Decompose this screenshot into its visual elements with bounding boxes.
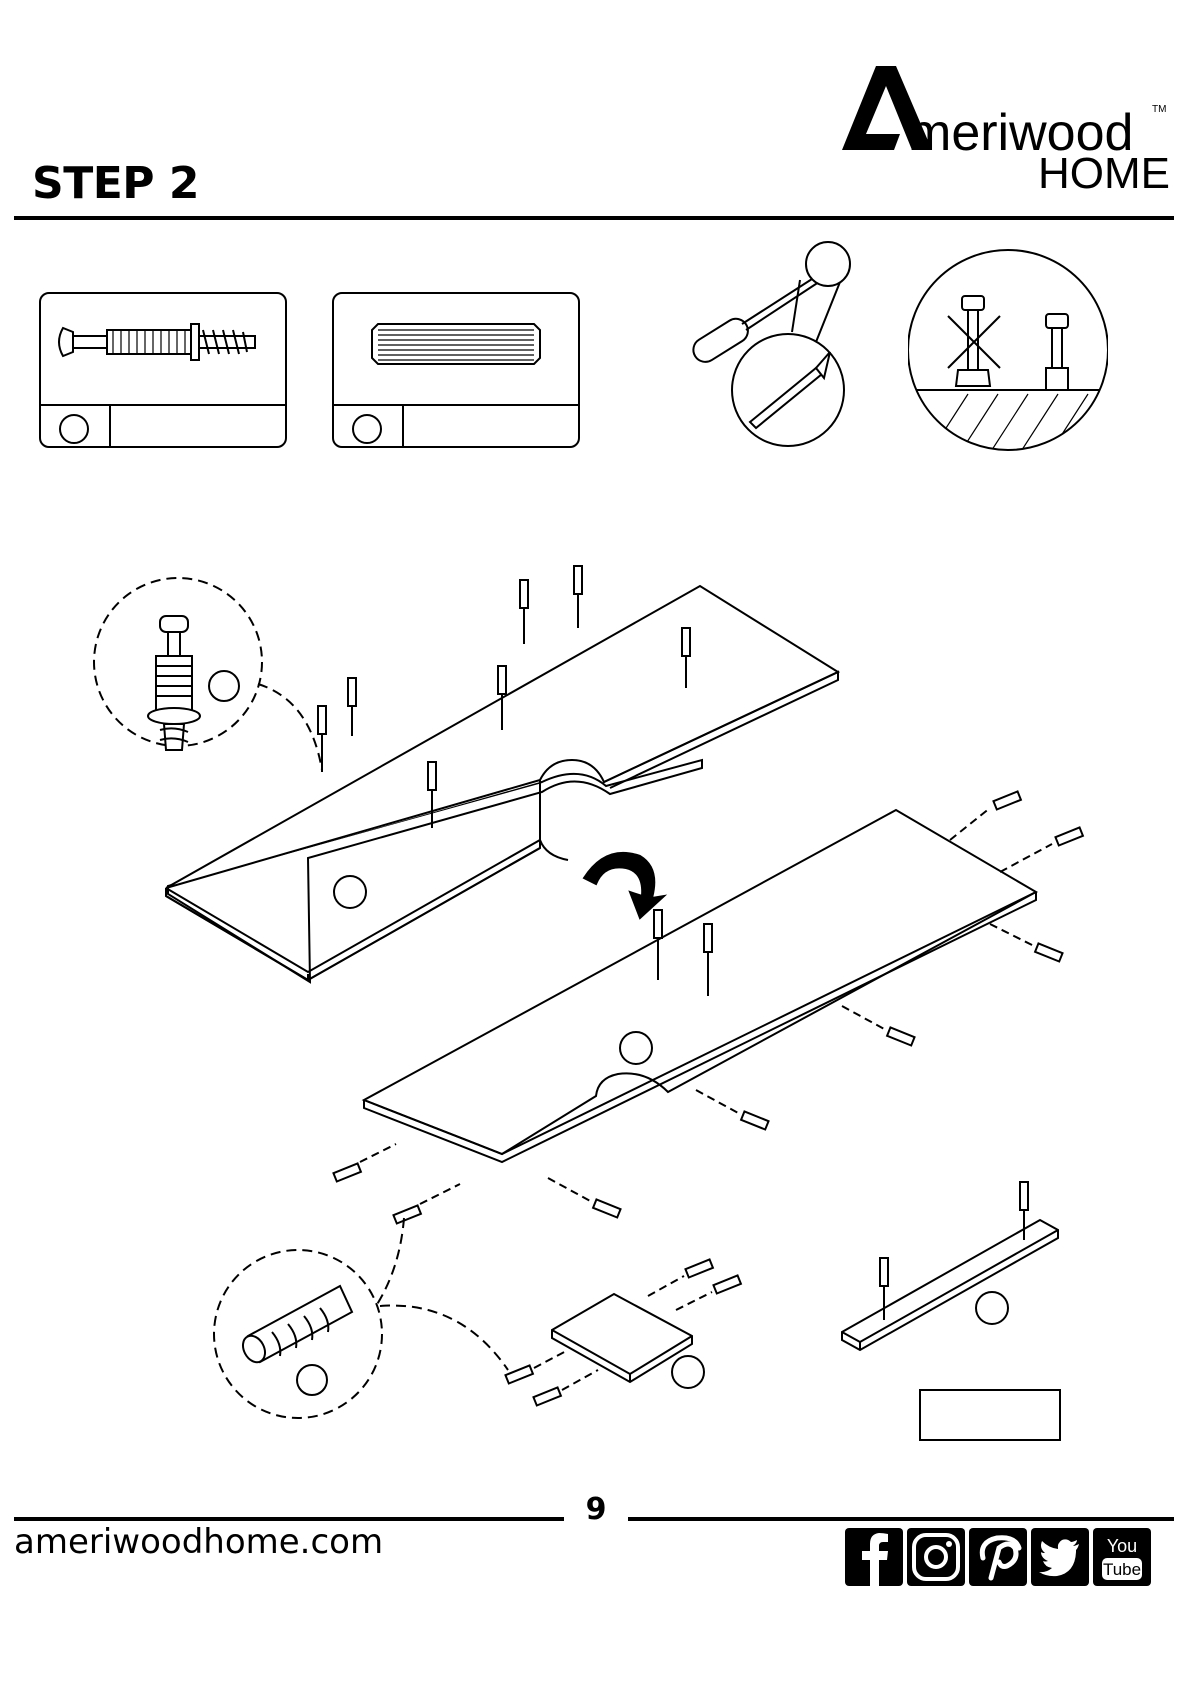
facebook-icon[interactable] xyxy=(845,1528,903,1586)
youtube-icon[interactable]: You Tube xyxy=(1093,1528,1151,1586)
part-label-circle xyxy=(334,876,366,908)
step-title: STEP 2 xyxy=(32,158,199,209)
brand-tm: TM xyxy=(1152,104,1166,115)
assembly-diagram xyxy=(0,440,1192,1430)
phillips-screwdriver-icon xyxy=(680,232,860,452)
part-label-circle xyxy=(297,1365,327,1395)
page-number: 9 xyxy=(566,1492,626,1527)
hardware-box-dowel xyxy=(332,292,580,448)
ameriwood-home-logo: meriwood TM HOME xyxy=(842,62,1172,200)
part-label-circle xyxy=(672,1356,704,1388)
twitter-icon[interactable] xyxy=(1031,1528,1089,1586)
do-not-overtighten-icon xyxy=(908,246,1108,454)
brand-word-home: HOME xyxy=(1038,149,1170,198)
note-box xyxy=(919,1389,1061,1441)
part-label-circle xyxy=(209,671,239,701)
footer-divider-left xyxy=(14,1517,564,1521)
svg-text:You: You xyxy=(1107,1536,1137,1556)
svg-text:Tube: Tube xyxy=(1103,1560,1141,1579)
header-divider xyxy=(14,216,1174,220)
part-label-circle xyxy=(620,1032,652,1064)
pinterest-icon[interactable] xyxy=(969,1528,1027,1586)
instagram-icon[interactable] xyxy=(907,1528,965,1586)
website-link[interactable]: ameriwoodhome.com xyxy=(14,1522,383,1562)
flip-arrow-icon xyxy=(584,853,664,918)
footer-divider-right xyxy=(628,1517,1174,1521)
hardware-box-cam-bolt xyxy=(39,292,287,448)
part-label-circle xyxy=(976,1292,1008,1324)
